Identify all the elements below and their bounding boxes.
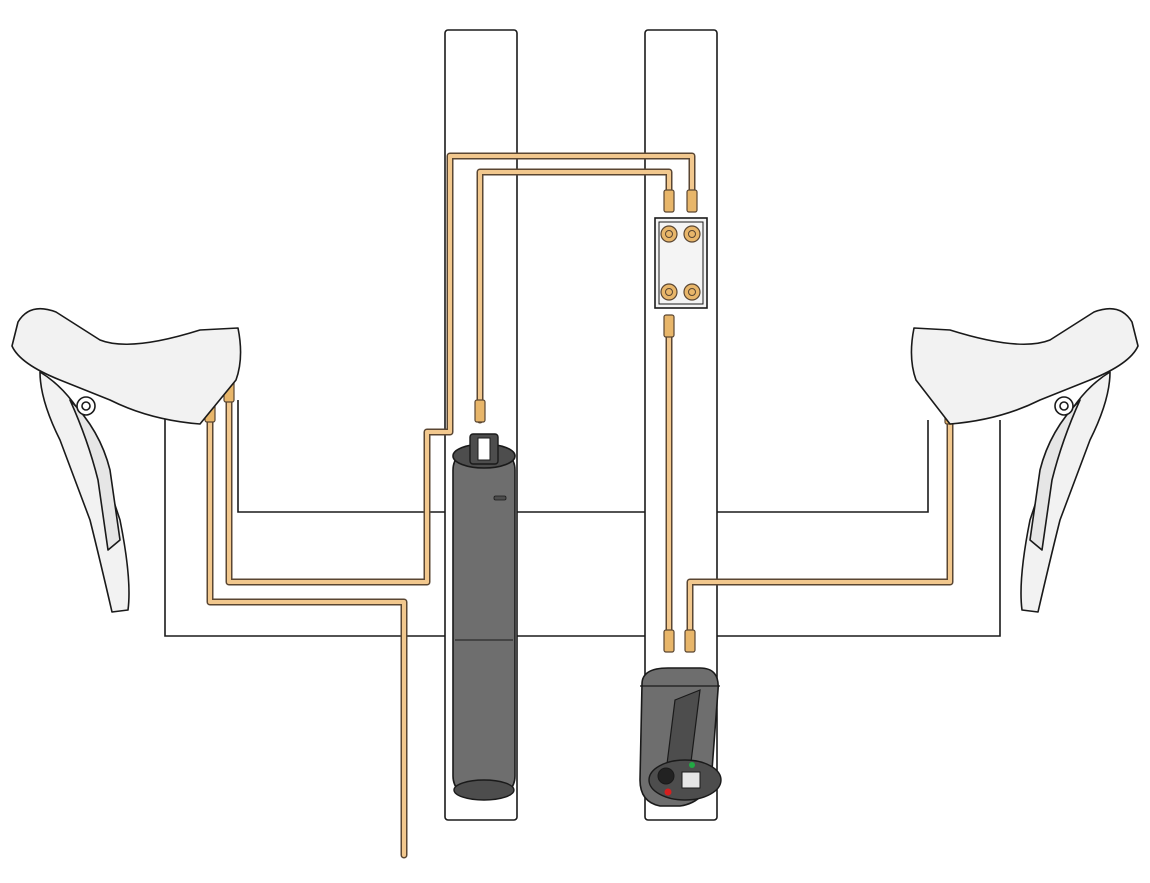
cable-fill-3 — [208, 418, 406, 857]
junction-port — [660, 283, 678, 301]
cable-fill-2 — [478, 170, 671, 422]
right-lever-hood — [910, 307, 1139, 425]
charging-port-button — [681, 771, 701, 789]
battery-grip-mark — [493, 495, 507, 501]
right-frame-tube — [644, 29, 718, 821]
battery-cap-window — [477, 437, 491, 461]
charging-port-socket — [657, 767, 675, 785]
cable-fills — [208, 154, 952, 857]
junction-box-icon — [654, 217, 708, 309]
right-lever-pivot — [1054, 396, 1074, 416]
cables — [206, 152, 954, 859]
connector-junction-c — [663, 314, 675, 338]
junction-port-center — [665, 230, 673, 238]
cable-junction-to-battery — [476, 168, 673, 424]
left-frame-tube — [444, 29, 518, 821]
connector-junction-b — [686, 189, 698, 213]
junction-ports — [660, 225, 701, 301]
right-lever-pivot-center — [1059, 401, 1069, 411]
junction-port — [683, 283, 701, 301]
junction-port-centers — [665, 230, 696, 296]
left-handlebar-outline — [164, 400, 445, 637]
junction-port — [660, 225, 678, 243]
junction-port — [683, 225, 701, 243]
right-handlebar-outline — [717, 420, 1001, 637]
stem-outline — [517, 511, 645, 637]
frame-outline — [164, 29, 1001, 821]
connector-battery — [474, 399, 486, 423]
led-green — [689, 762, 695, 768]
junction-port-center — [688, 230, 696, 238]
cable-left-outer-to-exit — [206, 416, 408, 859]
charging-port-icon — [639, 667, 722, 807]
cable-fill-1 — [227, 154, 694, 584]
left-lever-pivot — [76, 396, 96, 416]
connector-bottom-b — [684, 629, 696, 653]
left-lever-pivot-center — [81, 401, 91, 411]
right-shift-lever-icon — [910, 307, 1139, 613]
left-lever-inner-blade — [69, 399, 121, 551]
junction-box-inner — [658, 221, 704, 305]
left-lever-hood — [11, 307, 242, 425]
connector-bottom-a — [663, 629, 675, 653]
junction-port-center — [688, 288, 696, 296]
cable-right-to-bottom — [686, 416, 954, 644]
junction-port-center — [665, 288, 673, 296]
connector-junction-a — [663, 189, 675, 213]
cable-fill-5 — [688, 418, 952, 642]
left-shift-lever-icon — [11, 307, 242, 613]
cable-outlines — [206, 152, 954, 859]
right-lever-inner-blade — [1029, 399, 1081, 551]
battery-bottom — [453, 779, 515, 801]
battery-body — [452, 447, 516, 799]
led-red — [664, 788, 672, 796]
battery-icon — [452, 433, 516, 801]
